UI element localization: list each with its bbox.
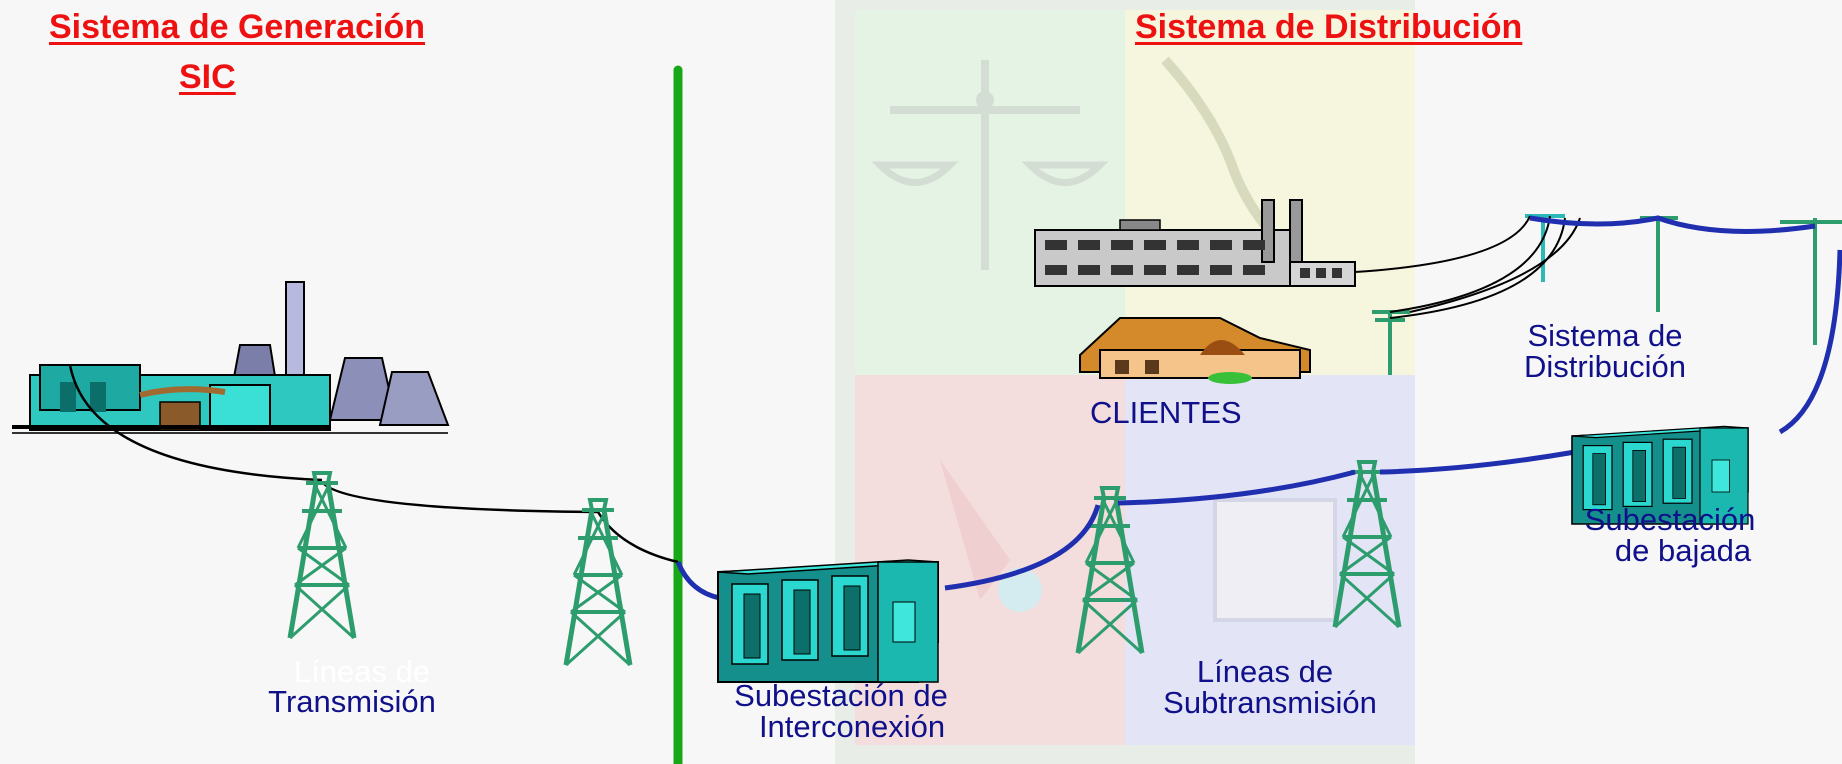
distribution-pole-icon: [1640, 216, 1678, 312]
transmission-tower-icon: [566, 500, 630, 665]
interconnection-substation-label-line1: Subestación de: [734, 678, 948, 713]
transmission-tower-icon: [290, 473, 354, 638]
industrial-client-icon: [1034, 199, 1356, 287]
subtransmission-lines-label-line1: Líneas de: [1196, 654, 1334, 689]
generation-system-subtitle: SIC: [179, 58, 236, 96]
clients-label: CLIENTES: [1090, 395, 1242, 430]
interconnection-substation-icon: [717, 559, 939, 683]
distribution-pole-icon: [1780, 218, 1842, 345]
coat-of-arms-watermark: [835, 0, 1415, 764]
distribution-system-label-line1: Sistema de: [1527, 318, 1683, 353]
generation-system-title: Sistema de Generación: [49, 8, 426, 46]
step-down-substation-label-line1: Subestación: [1584, 502, 1756, 537]
subtransmission-lines-label-line2: Subtransmisión: [1163, 685, 1377, 720]
transmission-lines-label-line1: Líneas de: [293, 654, 431, 689]
transmission-lines-label-line2: Transmisión: [268, 684, 436, 719]
power-plant-icon: [12, 281, 450, 434]
residential-client-icon: [1079, 317, 1311, 384]
distribution-system-title: Sistema de Distribución: [1135, 8, 1523, 46]
step-down-substation-label-line2: de bajada: [1614, 533, 1752, 568]
distribution-system-label-line2: Distribución: [1524, 349, 1686, 384]
interconnection-substation-label-line2: Interconexión: [758, 709, 946, 744]
